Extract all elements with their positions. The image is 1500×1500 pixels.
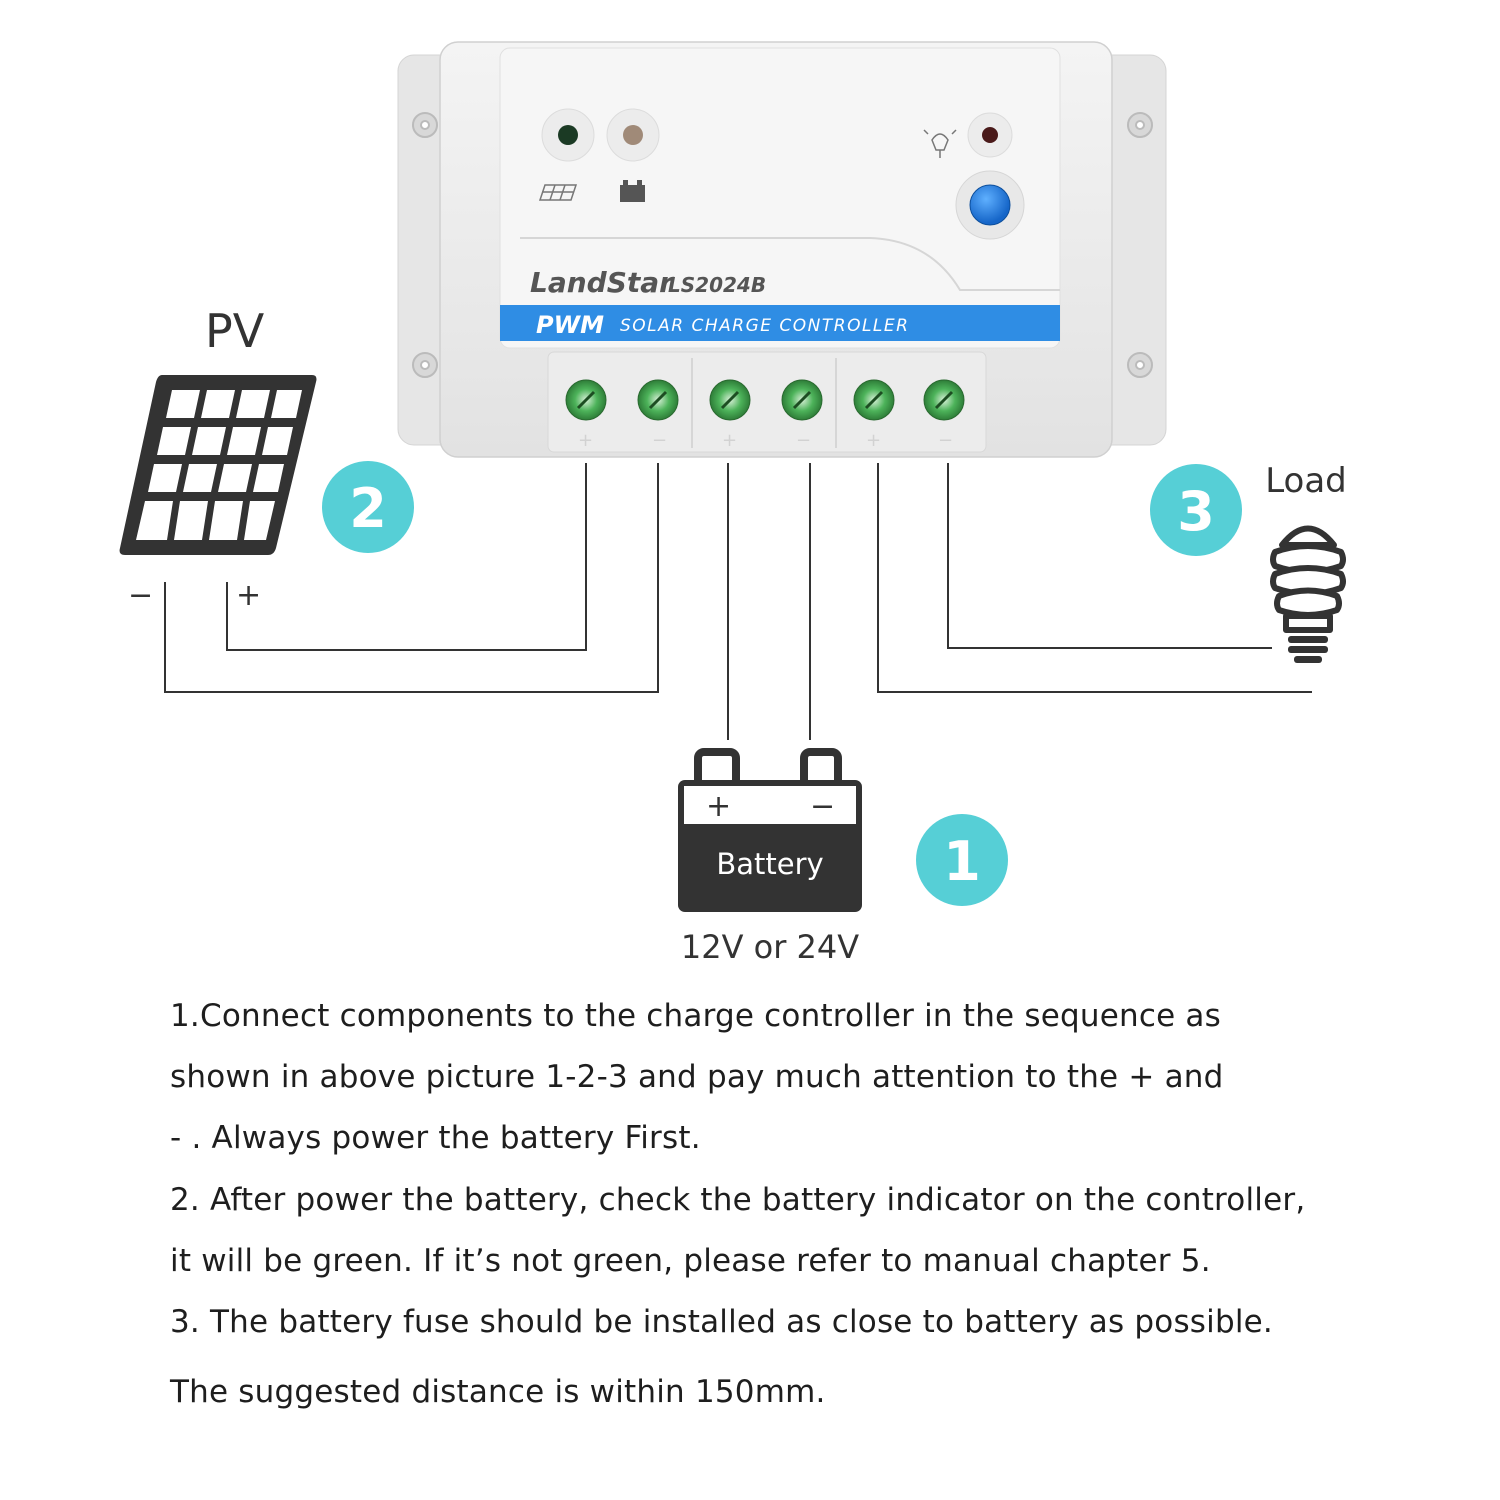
pv-plus-terminal [565, 379, 607, 421]
pv-minus-wire [164, 463, 659, 693]
terminal-screws [565, 379, 965, 421]
terminal-block [547, 351, 987, 453]
mounting-holes [412, 112, 1153, 378]
instruction-line: 2. After power the battery, check the ba… [170, 1182, 1306, 1218]
load-minus-wire [947, 463, 1272, 649]
svg-text:−: − [938, 430, 953, 451]
svg-text:+: + [866, 430, 881, 451]
solar-panel-icon [119, 375, 317, 555]
battery-icon [678, 748, 862, 912]
pv-plus-wire [226, 463, 587, 651]
bulb-base [1288, 636, 1328, 663]
load-minus-terminal [923, 379, 965, 421]
battery-minus-sign: − [810, 789, 835, 824]
sun-icon [538, 184, 578, 201]
pv-minus-terminal [637, 379, 679, 421]
controller-subtitle: SOLAR CHARGE CONTROLLER [620, 316, 909, 336]
battery-small-icon [620, 180, 645, 202]
pv-label: PV [205, 304, 265, 358]
load-label: Load [1265, 461, 1347, 501]
pv-minus-sign: − [128, 578, 153, 613]
face-swoosh [520, 237, 1060, 291]
pwm-label: PWM [536, 311, 604, 339]
battery-plus-terminal [709, 379, 751, 421]
pwm-banner [500, 305, 1060, 341]
charge-controller: LandStar LS2024B PWM SOLAR CHARGE CONTRO… [397, 41, 1167, 458]
instruction-line: The suggested distance is within 150mm. [170, 1374, 826, 1410]
svg-text:−: − [652, 430, 667, 451]
instruction-line: shown in above picture 1-2-3 and pay muc… [170, 1059, 1224, 1095]
pv-led [541, 108, 595, 162]
load-plus-wire [877, 463, 1312, 693]
svg-text:+: + [578, 430, 593, 451]
battery-label: Battery [716, 847, 823, 881]
battery-voltage: 12V or 24V [681, 928, 859, 966]
svg-text:1: 1 [943, 830, 981, 893]
wiring-diagram: LandStar LS2024B PWM SOLAR CHARGE CONTRO… [119, 41, 1347, 966]
step-badge-2: 2 [322, 461, 414, 553]
svg-text:−: − [796, 430, 811, 451]
step-badge-1: 1 [916, 814, 1008, 906]
power-button[interactable] [955, 170, 1025, 240]
svg-text:2: 2 [349, 477, 387, 540]
step-badge-3: 3 [1150, 464, 1242, 556]
instruction-line: 1.Connect components to the charge contr… [170, 998, 1221, 1034]
svg-text:+: + [722, 430, 737, 451]
wires [164, 463, 1312, 740]
brand-name: LandStar [530, 266, 675, 299]
terminal-polarity-marks: + − + − + − [578, 430, 953, 451]
load-plus-terminal [853, 379, 895, 421]
svg-text:3: 3 [1177, 480, 1215, 543]
load-led [967, 112, 1013, 158]
lamp-icon [923, 129, 957, 158]
model-number: LS2024B [668, 273, 766, 297]
pv-plus-sign: + [236, 578, 261, 613]
instruction-line: it will be green. If it’s not green, ple… [170, 1243, 1211, 1279]
bulb-icon [1270, 525, 1346, 633]
battery-minus-terminal [781, 379, 823, 421]
battery-led [606, 108, 660, 162]
instruction-line: 3. The battery fuse should be installed … [170, 1304, 1273, 1340]
instruction-line: - . Always power the battery First. [170, 1120, 701, 1156]
battery-plus-sign: + [706, 789, 731, 824]
